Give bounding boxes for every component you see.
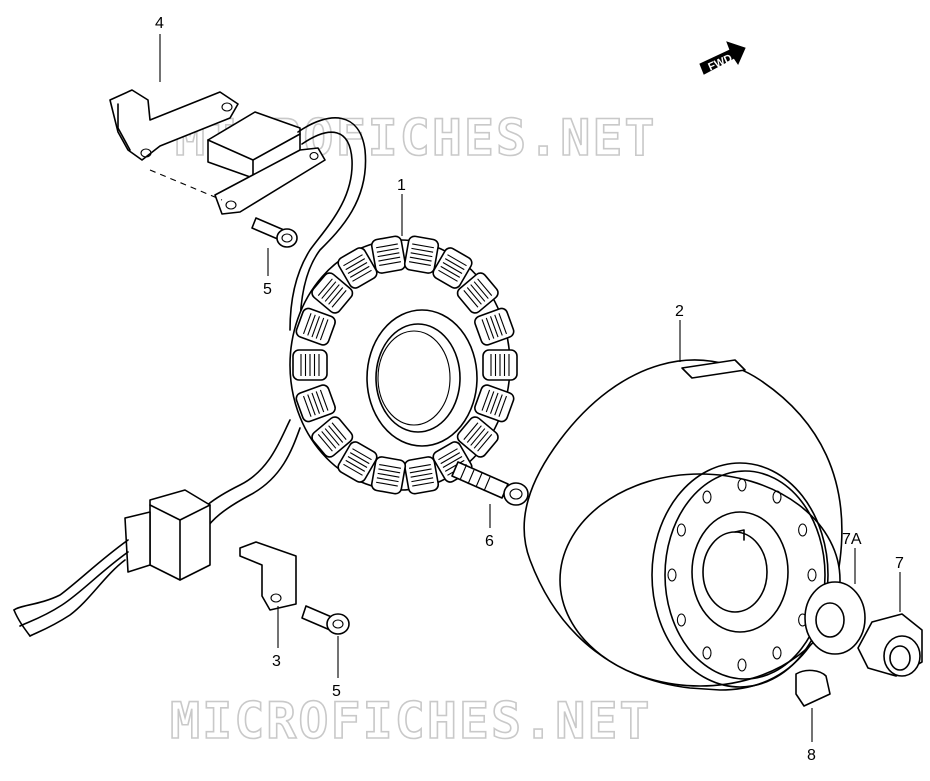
rotor-part (523, 359, 843, 691)
rotor-hole (737, 478, 747, 492)
stator-coil (295, 307, 336, 346)
stator-coil (337, 441, 378, 483)
rotor-hole (772, 490, 782, 504)
callout-bracket-clamp: 4 (155, 15, 164, 32)
stator-coil (456, 272, 499, 314)
rotor-hole (667, 568, 677, 582)
watermark-bottom: MICROFICHES.NET (170, 692, 652, 750)
rotor-hole (676, 613, 686, 627)
stator-coil (311, 272, 354, 314)
callout-key: 8 (807, 747, 816, 764)
screw-upper-part (251, 217, 298, 248)
rotor-hole (807, 568, 817, 582)
rotor-hole (772, 646, 782, 660)
rotor-hole (702, 490, 712, 504)
callout-screw-upper: 5 (263, 281, 272, 298)
harness-connector-bottom (13, 489, 211, 637)
clamp-bracket-part (109, 89, 239, 161)
callout-bracket-small: 3 (272, 653, 281, 670)
key-part (795, 669, 831, 707)
callout-stator: 1 (397, 177, 406, 194)
rotor-hole (798, 523, 808, 537)
stator-coil (403, 456, 440, 495)
stator-coil (370, 456, 407, 495)
callout-nut: 7 (895, 555, 904, 572)
stator-coil (432, 247, 473, 289)
leader-lines (159, 34, 901, 742)
bolt-stator-part (451, 461, 529, 506)
small-bracket-part (239, 541, 297, 611)
stator-coil (474, 307, 515, 346)
callout-screw-lower: 5 (332, 683, 341, 700)
stator-part (289, 235, 518, 495)
stator-coil (456, 416, 499, 458)
screw-lower-part (301, 605, 350, 635)
stator-coil (311, 416, 354, 458)
callout-bolt-stator: 6 (485, 533, 494, 550)
nut-part (857, 613, 923, 677)
rotor-hole (676, 523, 686, 537)
stator-coil (295, 384, 336, 423)
fwd-arrow-badge: FWD (699, 41, 746, 75)
stator-coil (482, 349, 518, 381)
rotor-hole (737, 658, 747, 672)
rotor-hole (702, 646, 712, 660)
harness-connector-top (149, 111, 326, 215)
stator-coil (292, 349, 328, 381)
washer-part (804, 581, 866, 655)
callout-rotor: 2 (675, 303, 684, 320)
stator-coil (337, 247, 378, 289)
stator-coil (370, 235, 407, 274)
stator-coil (474, 384, 515, 423)
fwd-label: FWD (706, 52, 734, 73)
stator-coil (403, 235, 440, 274)
callout-washer: 7A (842, 531, 862, 548)
